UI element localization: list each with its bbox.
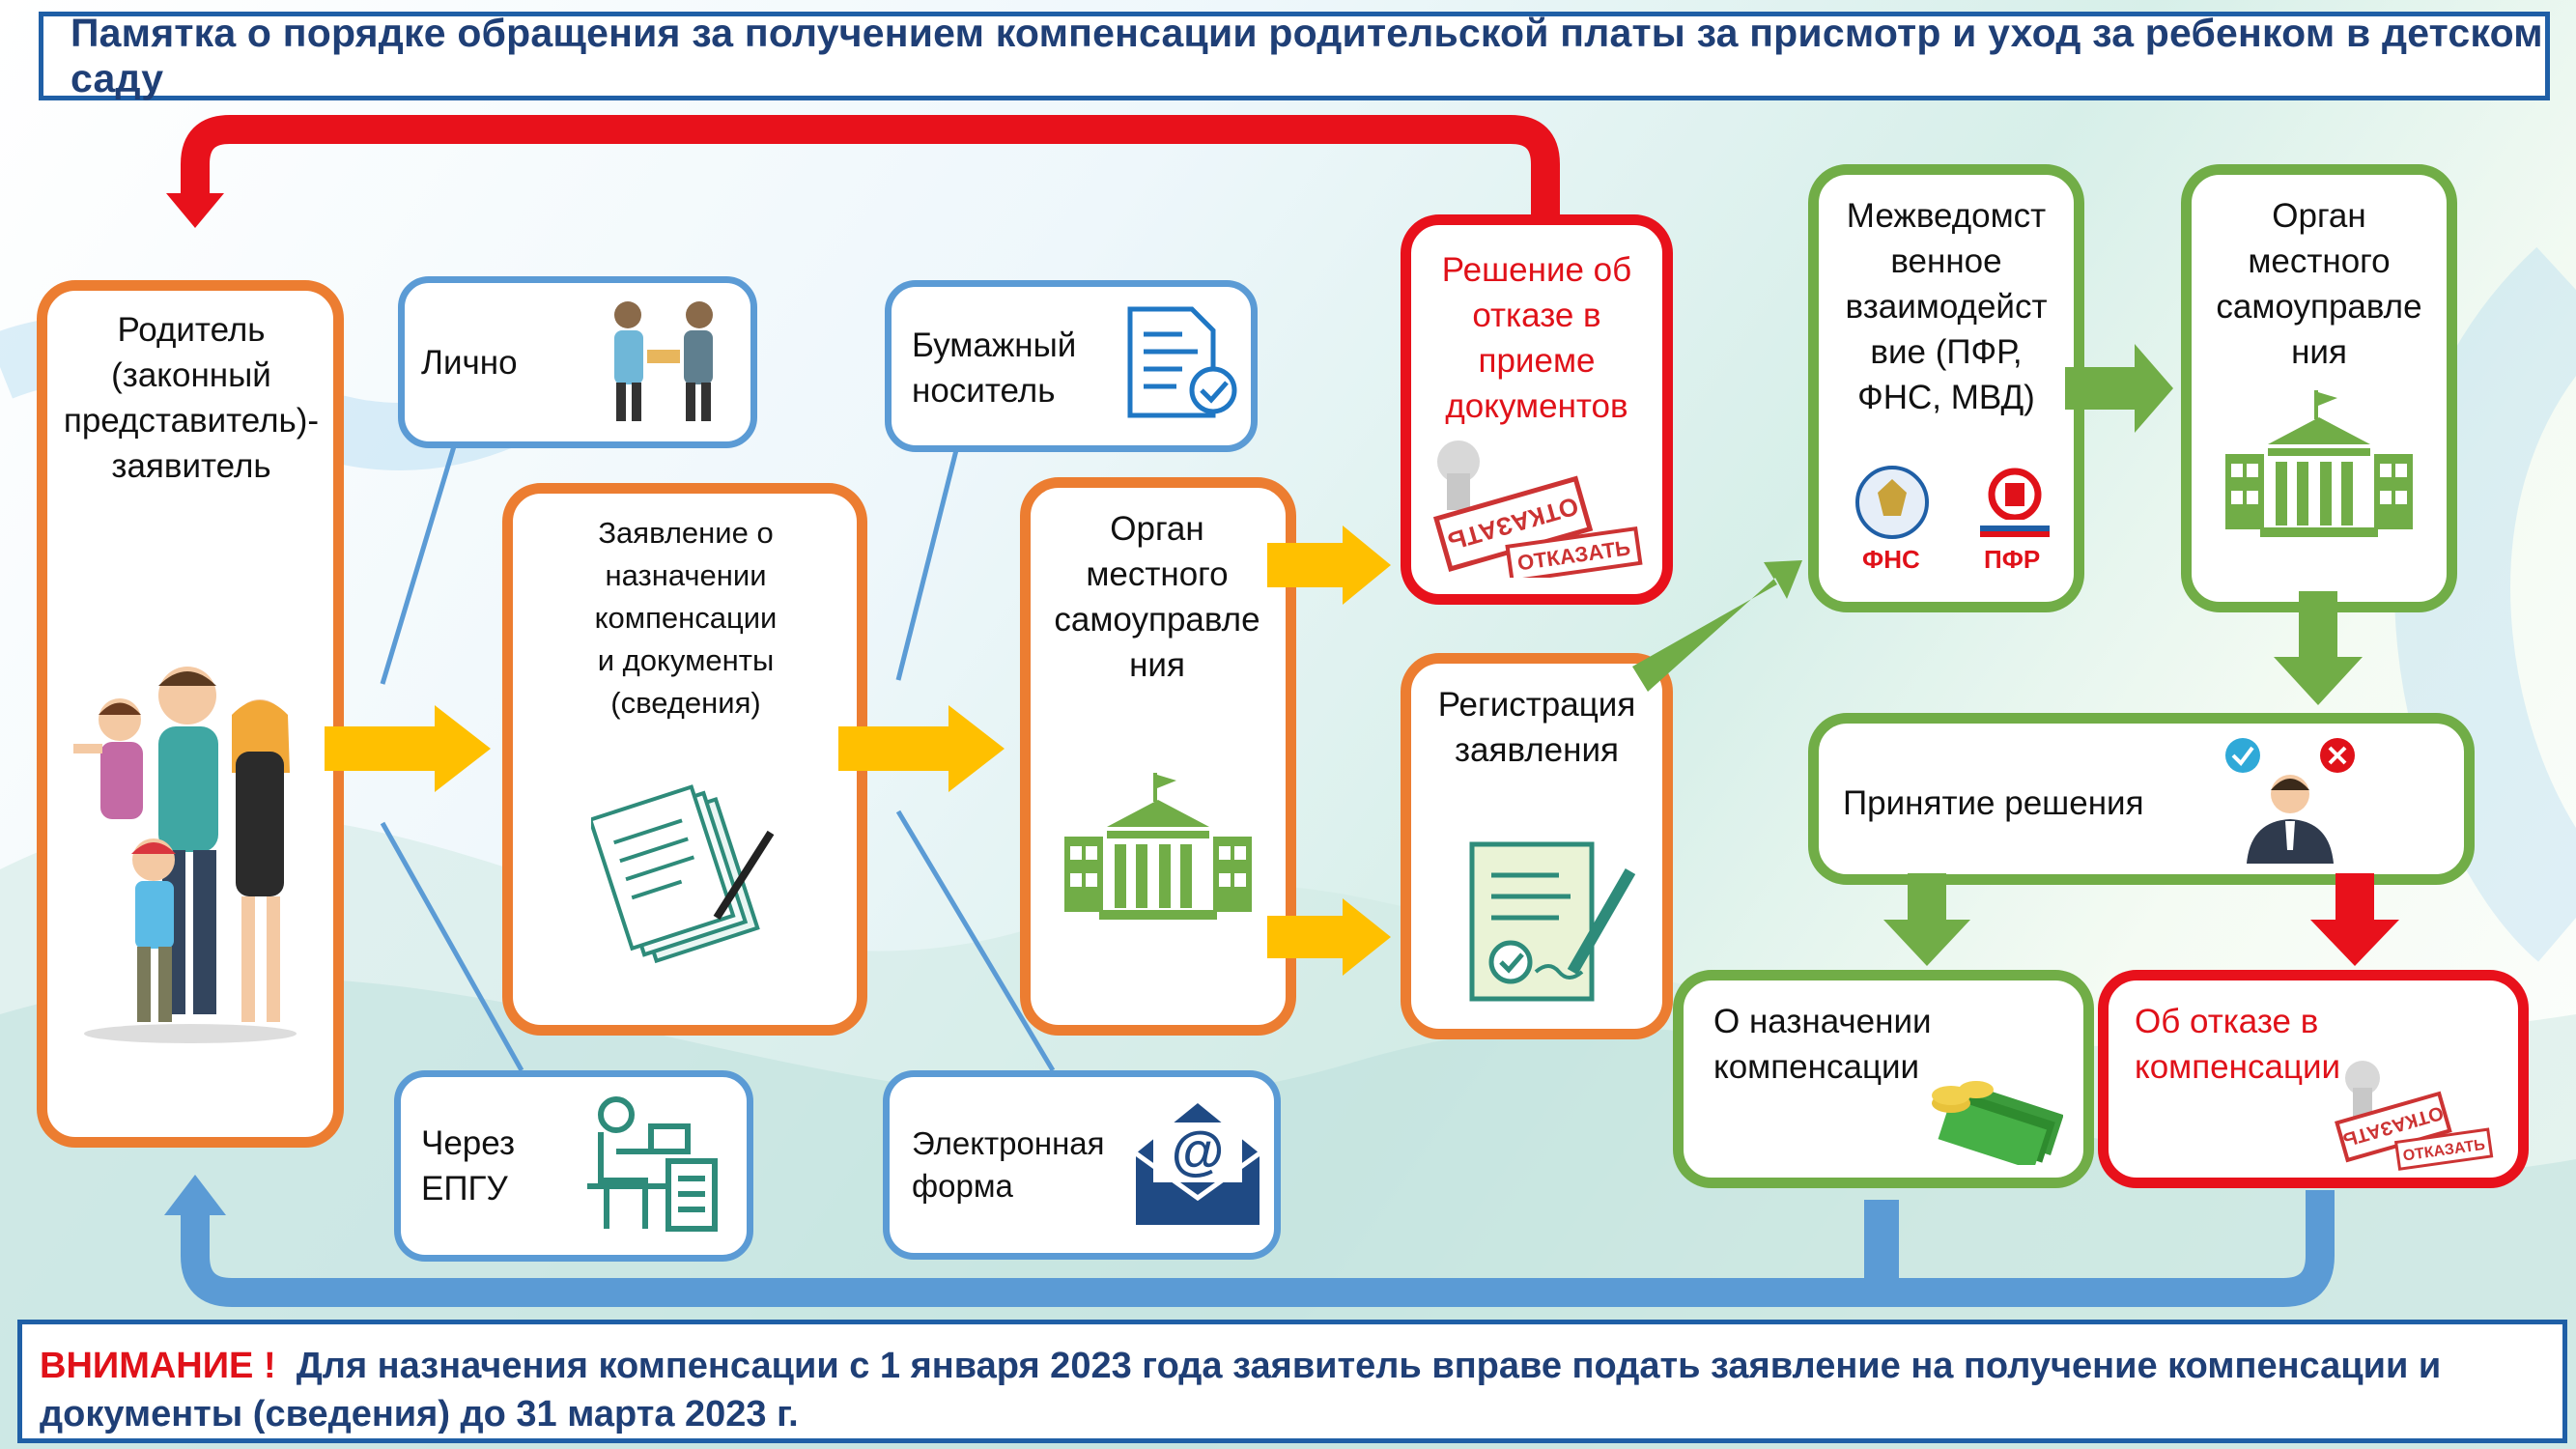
refusal-docs-label: Решение об отказе в приеме документов	[1441, 251, 1632, 425]
signed-document-icon	[1469, 841, 1636, 1002]
reject-stamp-icon: ОТКАЗАТЬ ОТКАЗАТЬ	[1432, 440, 1643, 578]
grant-label: О назначении компенсации	[1713, 1003, 1932, 1086]
pfr-logo-label: ПФР	[1984, 545, 2041, 574]
documents-icon	[591, 784, 775, 964]
fns-logo-label: ФНС	[1862, 545, 1920, 574]
fns-logo-icon	[1855, 466, 1929, 539]
money-icon	[1932, 1081, 2063, 1165]
page-title: Памятка о порядке обращения за получение…	[71, 11, 2543, 100]
reject-stamp-icon: ОТКАЗАТЬ ОТКАЗАТЬ	[2335, 1061, 2494, 1171]
authority-box	[1020, 477, 1296, 1036]
attention-label: ВНИМАНИЕ !	[40, 1346, 276, 1386]
attention-banner: ВНИМАНИЕ ! Для назначения компенсации с …	[17, 1320, 2567, 1443]
registration-label: Регистрация заявления	[1437, 686, 1636, 769]
document-check-icon	[1127, 306, 1237, 418]
title-bar: Памятка о порядке обращения за получение…	[39, 11, 2550, 100]
application-label: Заявление о назначении компенсации и док…	[594, 516, 778, 720]
in-person-label: Лично	[421, 344, 518, 382]
government-building-icon	[1064, 773, 1252, 920]
pfr-logo-icon	[1980, 468, 2050, 537]
computer-user-icon	[587, 1096, 718, 1232]
decision-label: Принятие решения	[1843, 784, 2144, 822]
parent-label: Родитель (законный представитель)- заяви…	[63, 311, 320, 485]
authority2-label: Орган местного самоуправле ния	[2216, 197, 2422, 371]
svg-text:@: @	[1172, 1120, 1225, 1180]
email-icon: @	[1134, 1103, 1261, 1225]
attention-text: Для назначения компенсации с 1 января 20…	[40, 1346, 2442, 1435]
interagency-label: Межведомст венное взаимодейст вие (ПФР, …	[1845, 197, 2048, 416]
electronic-label: Электронная форма	[912, 1125, 1105, 1204]
epgu-label: Через ЕПГУ	[421, 1124, 516, 1208]
government-building-icon	[2225, 390, 2413, 537]
paper-label: Бумажный носитель	[912, 327, 1077, 410]
authority-label: Орган местного самоуправле ния	[1054, 510, 1260, 684]
family-icon	[73, 667, 297, 1043]
handshake-icon	[614, 301, 713, 421]
decision-box	[1808, 713, 2475, 885]
paper-box	[885, 280, 1258, 452]
deny-label: Об отказе в компенсации	[2135, 1003, 2341, 1086]
decision-person-icon	[2225, 738, 2355, 864]
